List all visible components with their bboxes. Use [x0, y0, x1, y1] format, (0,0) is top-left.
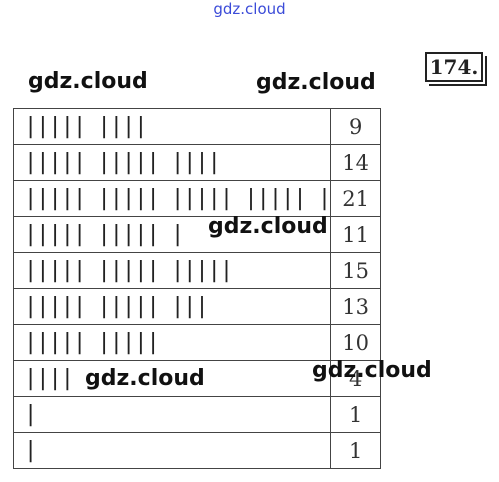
tally-count: 21: [330, 180, 382, 217]
watermark-text: gdz.cloud: [256, 70, 376, 95]
tally-marks: ||||| ||||| ||||: [12, 144, 332, 181]
tally-count: 4: [330, 360, 382, 397]
table-row: ||||| ||||| ||||| 15: [12, 252, 382, 289]
table-row: ||||| ||||| 10: [12, 324, 382, 361]
tally-marks: ||||| ||||| ||||| ||||| |: [12, 180, 331, 217]
tally-marks: |: [12, 432, 332, 469]
tally-count: 11: [330, 216, 382, 253]
task-number: 174.: [429, 55, 479, 79]
tally-marks: ||||| ||||| |: [12, 216, 332, 253]
tally-marks: |: [12, 396, 332, 433]
tally-count: 13: [330, 288, 382, 325]
watermark-text: gdz.cloud: [28, 69, 148, 94]
tally-count: 9: [330, 108, 382, 145]
table-row: ||||| |||| 9: [12, 108, 382, 145]
tally-marks: ||||| ||||: [12, 108, 332, 145]
tally-count: 10: [330, 324, 382, 361]
tally-count: 14: [330, 144, 382, 181]
table-row: | 1: [12, 396, 382, 433]
tally-count: 1: [330, 432, 382, 469]
tally-count: 15: [330, 252, 382, 289]
tally-table: ||||| |||| 9 ||||| ||||| |||| 14 ||||| |…: [12, 108, 382, 469]
table-row: ||||| ||||| | 11: [12, 216, 382, 253]
table-row: |||| 4: [12, 360, 382, 397]
tally-marks: ||||| ||||| |||: [12, 288, 332, 325]
table-row: | 1: [12, 432, 382, 469]
watermark-text: gdz.cloud: [85, 366, 205, 391]
table-row: ||||| ||||| ||| 13: [12, 288, 382, 325]
tally-marks: ||||| ||||| |||||: [12, 252, 332, 289]
watermark-text: gdz.cloud: [312, 358, 432, 383]
tally-marks: ||||| |||||: [12, 324, 332, 361]
tally-count: 1: [330, 396, 382, 433]
watermark-top: gdz.cloud: [213, 0, 286, 18]
table-row: ||||| ||||| |||| 14: [12, 144, 382, 181]
table-row: ||||| ||||| ||||| ||||| | 21: [12, 180, 382, 217]
watermark-text: gdz.cloud: [208, 214, 328, 239]
task-number-box: 174.: [425, 52, 483, 82]
